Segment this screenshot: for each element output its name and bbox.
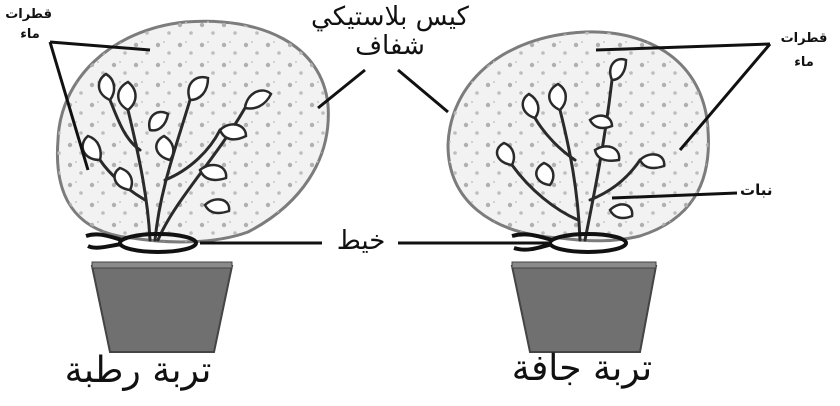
plant-label: نبات (740, 183, 772, 199)
dry-soil-caption: تربة جافة (482, 350, 682, 388)
right-pot (512, 266, 656, 352)
plastic-bag-label-line2: شفاف (292, 33, 488, 60)
left-pot (92, 266, 232, 352)
left-experiment (57, 21, 328, 352)
water-drops-label-right: قطرات ماء (778, 32, 830, 69)
water-drops-right-line2: ماء (778, 56, 830, 70)
moist-soil-caption: تربة رطبة (38, 352, 238, 390)
left-water-drops (57, 21, 328, 242)
plastic-bag-label: كيس بلاستيكي شفاف (292, 4, 488, 61)
water-drops-left-line2: ماء (8, 28, 52, 42)
water-drops-left-line1: قطرات (8, 8, 52, 22)
plastic-bag-label-line1: كيس بلاستيكي (292, 4, 488, 31)
water-drops-label-left: قطرات ماء (8, 8, 52, 41)
thread-label: خيط (326, 228, 396, 255)
water-drops-right-line1: قطرات (778, 32, 830, 46)
right-experiment (448, 32, 708, 352)
